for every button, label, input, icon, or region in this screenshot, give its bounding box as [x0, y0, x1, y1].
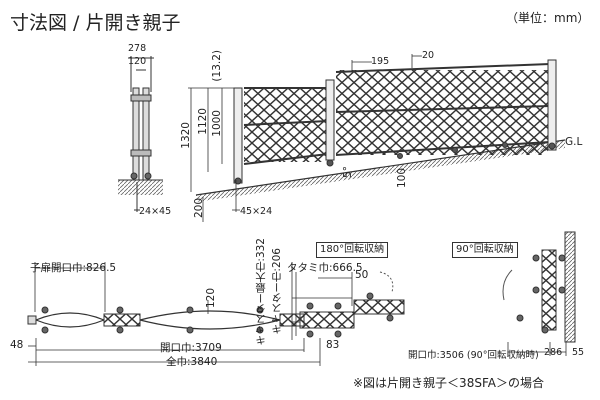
folded-width: タタミ巾:666.5 [287, 262, 363, 274]
caster-width: キャスター巾:206 [271, 248, 283, 335]
dim-83: 83 [326, 339, 340, 351]
dim-48: 48 [10, 339, 24, 351]
dim-45x24: 45×24 [240, 206, 273, 217]
caster-max-width: キャスター最大巾:332 [255, 238, 267, 346]
dim-120: 120 [128, 56, 147, 67]
front-view [188, 54, 566, 222]
opening-width-90: 開口巾:3506 (90°回転収納時) [408, 350, 539, 361]
dim-200: 200 [193, 198, 205, 219]
footnote: ※図は片開き親子＜38SFA＞の場合 [353, 376, 544, 390]
dim-278: 278 [128, 43, 147, 54]
total-width: 全巾:3840 [166, 356, 218, 368]
dim-24x45: 24×45 [139, 206, 172, 217]
side-view [118, 56, 163, 212]
dim-1000: 1000 [211, 110, 223, 137]
dim-13-2: (13.2) [211, 50, 223, 82]
dim-286: 286 [544, 347, 563, 358]
dim-195: 195 [371, 56, 390, 67]
rotation-90-view [502, 231, 576, 356]
dim-1120: 1120 [197, 108, 209, 135]
dim-1320: 1320 [180, 122, 192, 149]
dim-55: 55 [572, 347, 585, 358]
dim-120-plan: 120 [205, 288, 217, 309]
opening-width: 開口巾:3709 [160, 342, 222, 354]
child-opening-width: 子扉開口巾:826.5 [30, 262, 117, 274]
dim-20: 20 [422, 50, 435, 61]
rotation-90-badge: 90°回転収納 [452, 242, 518, 258]
dim-100: 100 [396, 168, 408, 189]
page-title: 寸法図 / 片開き親子 [10, 12, 181, 34]
rotation-180-badge: 180°回転収納 [316, 242, 389, 258]
plan-view [27, 262, 321, 366]
ground-level-label: G.L [565, 136, 583, 148]
dim-50: 50 [355, 269, 369, 281]
dim-5deg: 5° [342, 166, 354, 178]
rotation-180-view [291, 262, 405, 340]
unit-label: （単位：mm） [506, 11, 590, 25]
